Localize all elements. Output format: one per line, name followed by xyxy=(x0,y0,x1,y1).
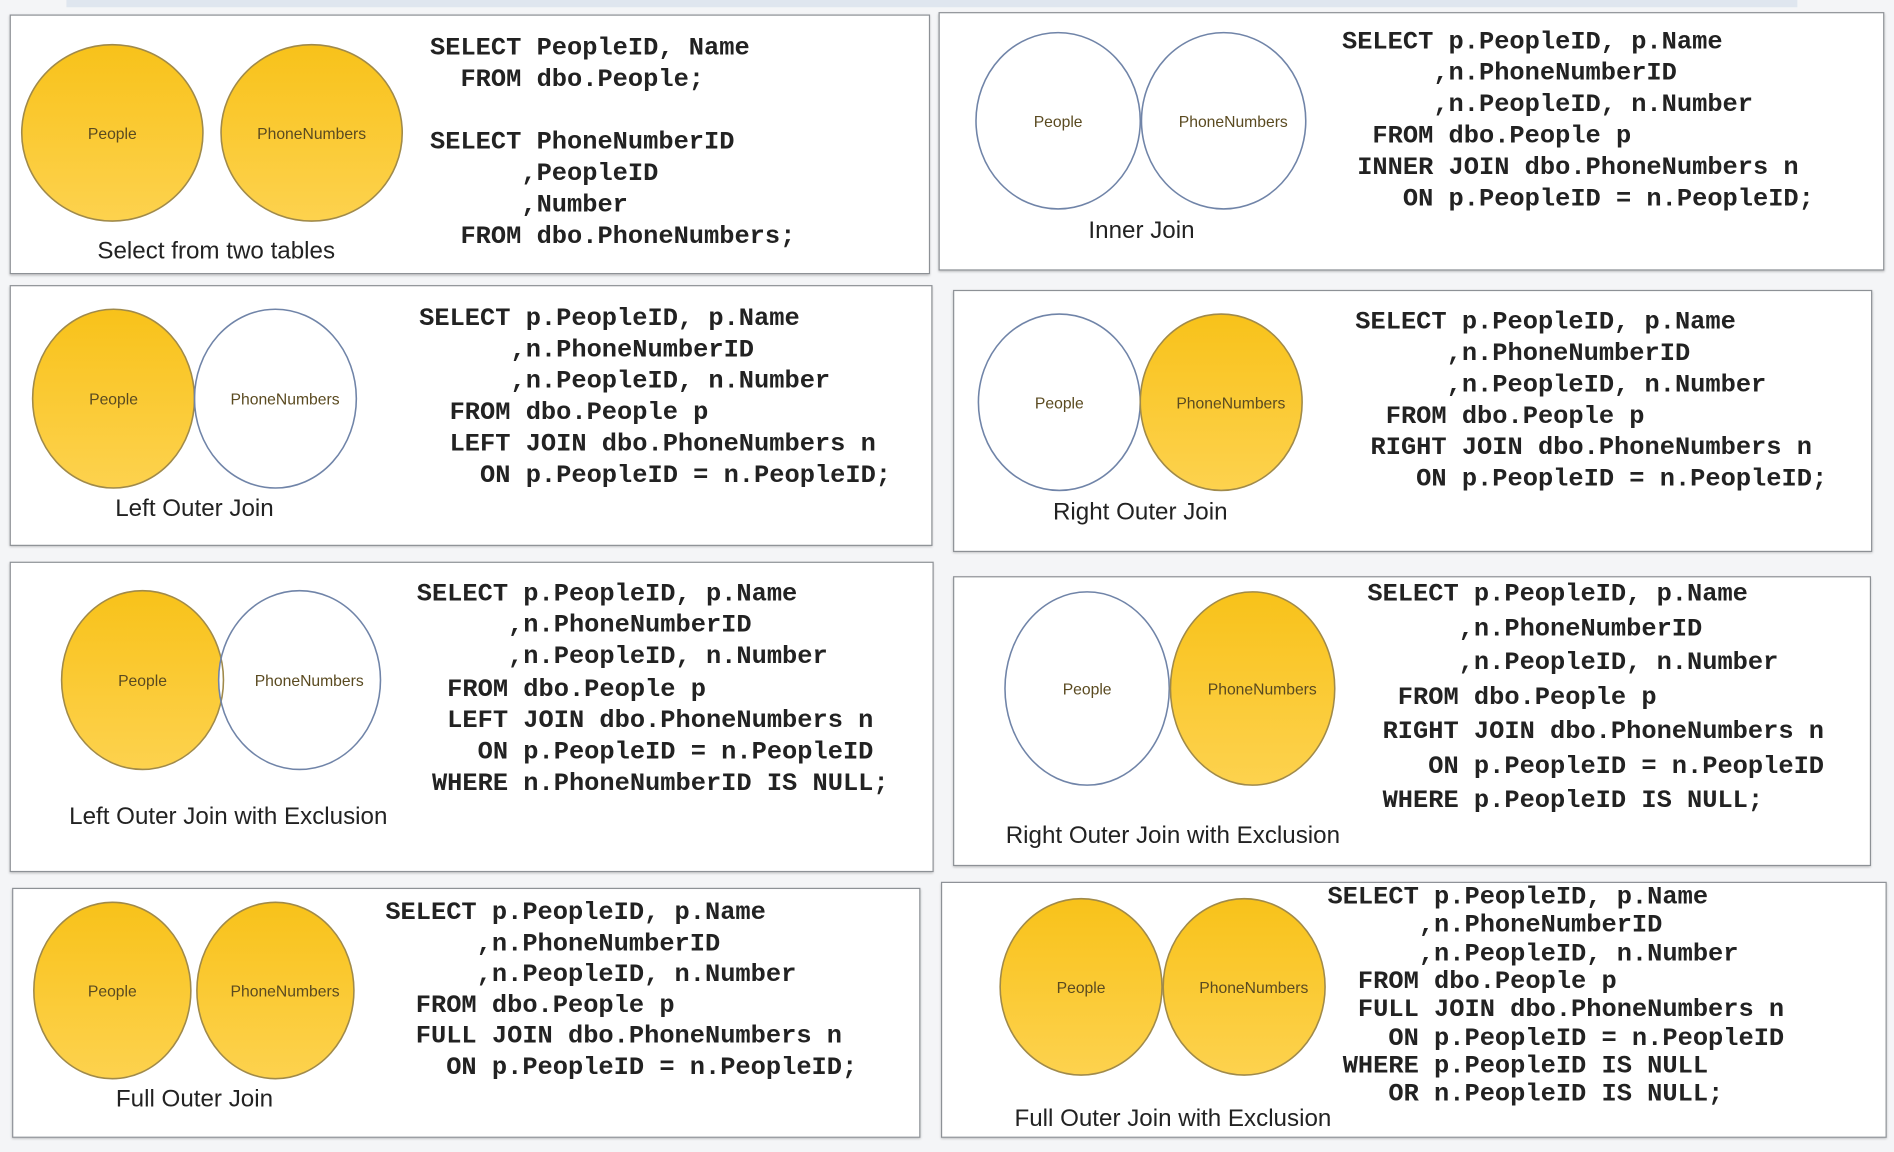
join-caption: Left Outer Join with Exclusion xyxy=(69,803,388,830)
top-band xyxy=(66,0,1798,8)
sql-code-line: ,Number xyxy=(430,192,628,220)
sql-code-line: RIGHT JOIN dbo.PhoneNumbers n xyxy=(1367,718,1825,747)
sql-code-line: INNER JOIN dbo.PhoneNumbers n xyxy=(1341,154,1799,183)
sql-code-line: SELECT PeopleID, Name xyxy=(430,35,750,63)
sql-code-line: SELECT PhoneNumberID xyxy=(430,129,735,158)
sql-code-line: ON p.PeopleID = n.PeopleID xyxy=(1367,753,1825,781)
sql-code-line: FULL JOIN dbo.PhoneNumbers n xyxy=(1327,996,1785,1025)
sql-code-line: SELECT p.PeopleID, p.Name xyxy=(1327,884,1709,912)
join-caption: Full Outer Join with Exclusion xyxy=(1014,1105,1332,1132)
sql-code-line: FROM dbo.PhoneNumbers; xyxy=(430,223,796,252)
join-panel-left: SELECT p.PeopleID, p.Name ,n.PhoneNumber… xyxy=(9,285,933,546)
sql-code-line: ,PeopleID xyxy=(430,160,659,189)
join-caption: Right Outer Join with Exclusion xyxy=(1005,822,1341,850)
sql-code-line: FROM dbo.People; xyxy=(430,66,705,95)
sql-code-line: FROM dbo.People p xyxy=(419,399,709,428)
sql-code-line: ,n.PeopleID, n.Number xyxy=(419,368,831,397)
sql-code-line: ON p.PeopleID = n.PeopleID xyxy=(416,739,874,768)
sql-code-line: ON p.PeopleID = n.PeopleID; xyxy=(385,1054,858,1083)
sql-code-line: WHERE n.PhoneNumberID IS NULL; xyxy=(416,770,889,799)
sql-code-line: ,n.PhoneNumberID xyxy=(385,930,721,959)
sql-code-line: SELECT p.PeopleID, p.Name xyxy=(1355,309,1736,338)
sql-code-line: FROM dbo.People p xyxy=(385,992,675,1021)
join-panel-full: SELECT p.PeopleID, p.Name ,n.PhoneNumber… xyxy=(12,887,921,1138)
sql-code-line: ,n.PeopleID, n.Number xyxy=(1327,940,1739,969)
sql-code-line: ,n.PeopleID, n.Number xyxy=(416,644,828,673)
sql-code-line: ,n.PeopleID, n.Number xyxy=(1367,649,1779,678)
sql-code-line: ON p.PeopleID = n.PeopleID; xyxy=(419,462,892,491)
join-panel-right-excl: SELECT p.PeopleID, p.Name ,n.PhoneNumber… xyxy=(953,576,1872,867)
join-caption: Full Outer Join xyxy=(115,1085,274,1113)
sql-code-line: FULL JOIN dbo.PhoneNumbers n xyxy=(385,1023,842,1052)
sql-code-line: ,n.PeopleID, n.Number xyxy=(385,961,797,990)
join-caption: Right Outer Join xyxy=(1052,498,1228,526)
sql-code-line: SELECT p.PeopleID, p.Name xyxy=(1341,28,1723,57)
sql-code-line: ,n.PhoneNumberID xyxy=(1341,60,1677,89)
sql-code-line: ,n.PeopleID, n.Number xyxy=(1355,372,1767,400)
sql-code-line: FROM dbo.People p xyxy=(416,675,706,704)
sql-code-line: FROM dbo.People p xyxy=(1327,968,1617,997)
sql-code-line: OR n.PeopleID IS NULL; xyxy=(1327,1081,1724,1109)
sql-code-line: FROM dbo.People p xyxy=(1367,684,1657,713)
sql-code-line: ,n.PhoneNumberID xyxy=(1355,340,1691,369)
sql-code-line: SELECT p.PeopleID, p.Name xyxy=(419,305,800,334)
sql-code-line: SELECT p.PeopleID, p.Name xyxy=(416,581,798,609)
sql-code-line: LEFT JOIN dbo.PhoneNumbers n xyxy=(416,707,874,736)
sql-code-line: FROM dbo.People p xyxy=(1341,123,1632,151)
join-panel-full-excl: SELECT p.PeopleID, p.Name ,n.PhoneNumber… xyxy=(940,881,1887,1138)
sql-code-line: WHERE p.PeopleID IS NULL; xyxy=(1367,787,1764,816)
sql-code-line: FROM dbo.People p xyxy=(1355,403,1645,432)
join-caption: Select from two tables xyxy=(97,237,336,265)
sql-code-line: ,n.PhoneNumberID xyxy=(416,612,752,641)
join-panel-inner: SELECT p.PeopleID, p.Name ,n.PhoneNumber… xyxy=(938,12,1885,271)
join-caption: Inner Join xyxy=(1088,217,1195,244)
sql-code-line: ON p.PeopleID = n.PeopleID xyxy=(1327,1024,1785,1053)
sql-code-line: LEFT JOIN dbo.PhoneNumbers n xyxy=(419,431,876,460)
join-panel-left-excl: SELECT p.PeopleID, p.Name ,n.PhoneNumber… xyxy=(9,561,934,873)
sql-code-line: ,n.PhoneNumberID xyxy=(1327,912,1663,941)
sql-code-line: WHERE p.PeopleID IS NULL xyxy=(1327,1053,1709,1081)
join-panel-right: SELECT p.PeopleID, p.Name ,n.PhoneNumber… xyxy=(953,289,1873,553)
join-caption: Left Outer Join xyxy=(115,495,274,522)
sql-code-line: ON p.PeopleID = n.PeopleID; xyxy=(1355,466,1828,495)
join-panel-both: SELECT PeopleID, Name FROM dbo.People; SE… xyxy=(9,14,931,275)
sql-code-line: SELECT p.PeopleID, p.Name xyxy=(1367,581,1748,609)
sql-code-line: RIGHT JOIN dbo.PhoneNumbers n xyxy=(1355,434,1812,463)
sql-code-line: ,n.PeopleID, n.Number xyxy=(1341,91,1753,120)
sql-code-line: SELECT p.PeopleID, p.Name xyxy=(385,899,766,928)
sql-code-line: ,n.PhoneNumberID xyxy=(419,337,755,365)
sql-code-line: ,n.PhoneNumberID xyxy=(1367,615,1703,644)
sql-code-line: ON p.PeopleID = n.PeopleID; xyxy=(1341,186,1814,214)
